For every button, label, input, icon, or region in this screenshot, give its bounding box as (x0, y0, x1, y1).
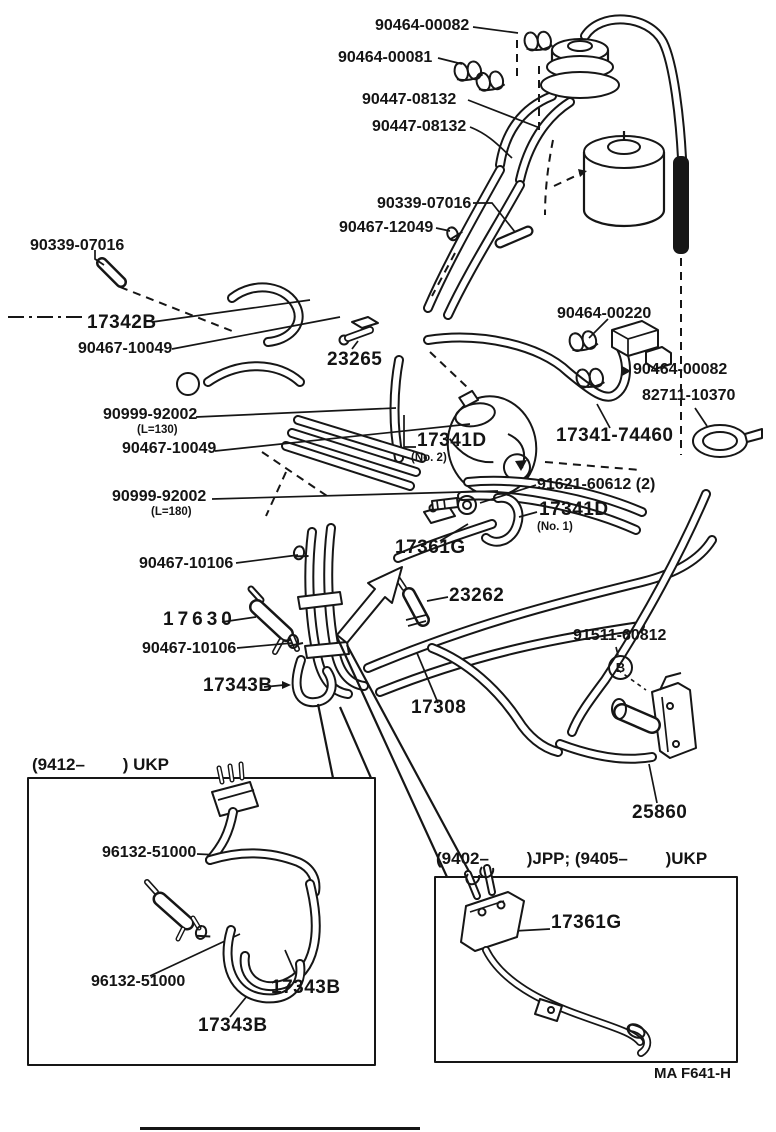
part-label-17341d-no1: 17341D (539, 499, 609, 520)
callout-b-badge: B (608, 655, 633, 680)
part-label-90464-00082-top: 90464-00082 (375, 17, 470, 34)
part-label-17361g-main: 17361G (395, 537, 466, 558)
part-label-17343b-inset-bottom: 17343B (198, 1015, 268, 1036)
part-label-17343b-main: 17343B (203, 675, 273, 696)
part-label-90464-00081: 90464-00081 (338, 49, 433, 66)
dashed-lines (8, 40, 682, 691)
part-label-17341d-no2: 17341D (417, 430, 487, 451)
part-label-25860: 25860 (632, 802, 688, 823)
part-label-90467-12049: 90467-12049 (339, 219, 434, 236)
part-label-82711-10370: 82711-10370 (642, 387, 736, 404)
part-sublabel-no2: (No. 2) (411, 452, 447, 464)
inset1-drawing (27, 764, 376, 1066)
part-sublabel-l180: (L=180) (151, 506, 192, 518)
part-label-90467-10049-b: 90467-10049 (122, 440, 217, 457)
part-label-23265: 23265 (327, 349, 383, 370)
part-label-90464-00220: 90464-00220 (557, 305, 652, 322)
part-label-23262: 23262 (449, 585, 505, 606)
part-label-17342b: 17342B (87, 312, 157, 333)
part-label-17341-74460: 17341-74460 (556, 425, 674, 446)
canister-drawing (428, 19, 689, 315)
inset2-drawing (434, 867, 738, 1063)
part-label-90467-10049-a: 90467-10049 (78, 340, 173, 357)
part-label-90999-92002-l130: 90999-92002 (103, 406, 198, 423)
part-label-90467-10106-b: 90467-10106 (142, 640, 237, 657)
part-label-90467-10106-a: 90467-10106 (139, 555, 234, 572)
part-label-90464-00082-mid: 90464-00082 (633, 361, 728, 378)
part-label-96132-51000-b: 96132-51000 (91, 973, 186, 990)
fig-code: MA F641-H (654, 1065, 731, 1082)
part-sublabel-l130: (L=130) (137, 424, 178, 436)
part-label-90339-07016-top: 90339-07016 (377, 195, 472, 212)
big-arrow (316, 566, 473, 878)
part-sublabel-no1: (No. 1) (537, 521, 573, 533)
part-label-17361g-inset: 17361G (551, 912, 622, 933)
part-label-90447-08132-b: 90447-08132 (372, 118, 467, 135)
part-label-96132-51000-a: 96132-51000 (102, 844, 197, 861)
scan-edge-line (140, 1127, 420, 1130)
part-label-17630: 17630 (163, 609, 236, 630)
leader-lines (94, 26, 708, 1018)
part-label-17308: 17308 (411, 697, 467, 718)
part-label-91621-60612: 91621-60612 (2) (537, 476, 656, 493)
part-label-90447-08132-a: 90447-08132 (362, 91, 457, 108)
inset-caption-jpp-ukp: (9402– )JPP; (9405– )UKP (436, 849, 708, 868)
part-label-17343b-inset-right: 17343B (271, 977, 341, 998)
part-label-91511-60812: 91511-60812 (573, 627, 667, 644)
lower-assembly-drawing (251, 494, 712, 759)
inset-caption-ukp: (9412– ) UKP (32, 755, 169, 774)
part-label-90999-92002-l180: 90999-92002 (112, 488, 207, 505)
center-cluster-drawing (102, 263, 763, 558)
part-label-90339-07016-left: 90339-07016 (30, 237, 125, 254)
